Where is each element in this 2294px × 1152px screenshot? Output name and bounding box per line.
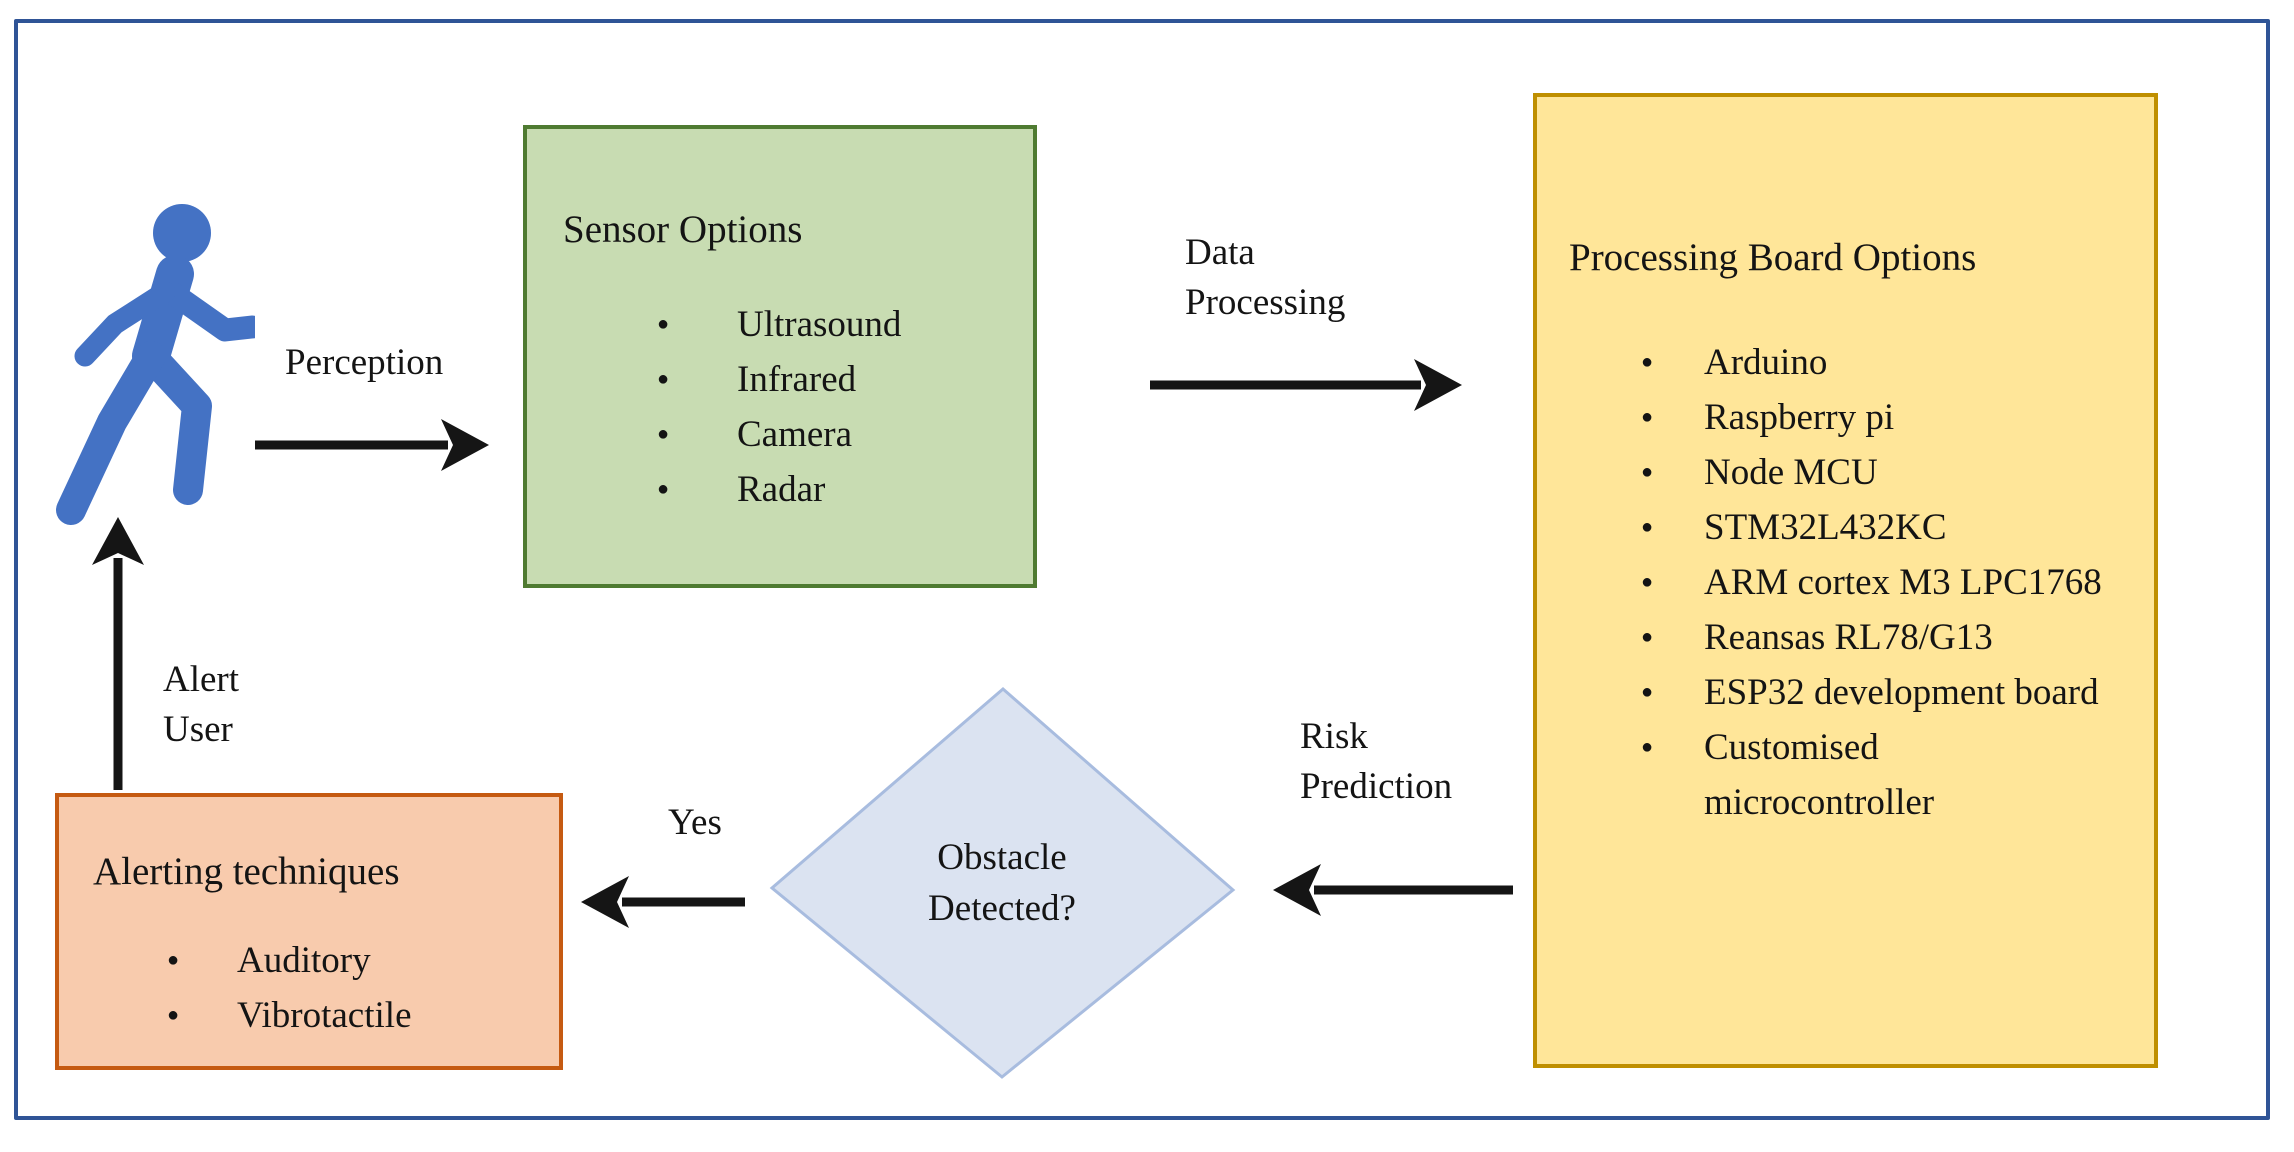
list-item: Arduino xyxy=(1537,335,2154,390)
list-item-label: Camera xyxy=(737,414,853,455)
list-item: Camera xyxy=(527,407,1033,462)
label-line: Alert xyxy=(163,659,240,700)
label-line: Prediction xyxy=(1300,766,1453,807)
sensor-options-box: Sensor Options Ultrasound Infrared Camer… xyxy=(523,125,1037,588)
list-item: ARM cortex M3 LPC1768 xyxy=(1537,555,2154,610)
list-item-label: Auditory xyxy=(237,940,371,981)
perception-label: Perception xyxy=(285,342,444,383)
decision-line: Detected? xyxy=(928,888,1076,929)
walking-person-icon xyxy=(56,204,255,525)
list-item: Node MCU xyxy=(1537,445,2154,500)
label-line: User xyxy=(163,709,233,750)
list-item: Customised microcontroller xyxy=(1537,720,2154,830)
list-item-label: Raspberry pi xyxy=(1704,397,1895,438)
processing-board-options-list: Arduino Raspberry pi Node MCU STM32L432K… xyxy=(1537,335,2154,830)
list-item: Reansas RL78/G13 xyxy=(1537,610,2154,665)
list-item: STM32L432KC xyxy=(1537,500,2154,555)
processing-board-options-title: Processing Board Options xyxy=(1569,236,1977,279)
list-item: Infrared xyxy=(527,352,1033,407)
list-item: ESP32 development board xyxy=(1537,665,2154,720)
list-item-label: Radar xyxy=(737,469,826,510)
yes-label: Yes xyxy=(668,802,722,843)
decision-line: Obstacle xyxy=(937,837,1067,878)
list-item-label: Reansas RL78/G13 xyxy=(1704,617,1993,658)
list-item-label: Node MCU xyxy=(1704,452,1878,493)
processing-board-options-box: Processing Board Options Arduino Raspber… xyxy=(1533,93,2158,1068)
list-item: Auditory xyxy=(59,933,559,988)
figure-border xyxy=(14,19,2270,1120)
label-line: Processing xyxy=(1185,282,1346,323)
list-item-label: Ultrasound xyxy=(737,304,902,345)
list-item-label: STM32L432KC xyxy=(1704,507,1947,548)
list-item-label: ESP32 development board xyxy=(1704,672,2099,713)
list-item: Raspberry pi xyxy=(1537,390,2154,445)
data-processing-label: Data Processing xyxy=(1185,228,1345,328)
list-item: Ultrasound xyxy=(527,297,1033,352)
alerting-techniques-list: Auditory Vibrotactile xyxy=(59,933,559,1043)
obstacle-decision-label: Obstacle Detected? xyxy=(877,832,1127,934)
label-line: Risk xyxy=(1300,716,1368,757)
list-item-label: Customised microcontroller xyxy=(1704,727,1935,823)
list-item-label: Arduino xyxy=(1704,342,1828,383)
sensor-options-list: Ultrasound Infrared Camera Radar xyxy=(527,297,1033,517)
risk-prediction-label: Risk Prediction xyxy=(1300,712,1452,812)
alerting-techniques-title: Alerting techniques xyxy=(93,850,400,893)
list-item: Vibrotactile xyxy=(59,988,559,1043)
alerting-techniques-box: Alerting techniques Auditory Vibrotactil… xyxy=(55,793,563,1070)
list-item-label: ARM cortex M3 LPC1768 xyxy=(1704,562,2102,603)
list-item-label: Vibrotactile xyxy=(237,995,412,1036)
alert-user-label: Alert User xyxy=(163,655,239,755)
list-item-label: Infrared xyxy=(737,359,857,400)
list-item: Radar xyxy=(527,462,1033,517)
sensor-options-title: Sensor Options xyxy=(563,208,803,251)
label-line: Data xyxy=(1185,232,1255,273)
